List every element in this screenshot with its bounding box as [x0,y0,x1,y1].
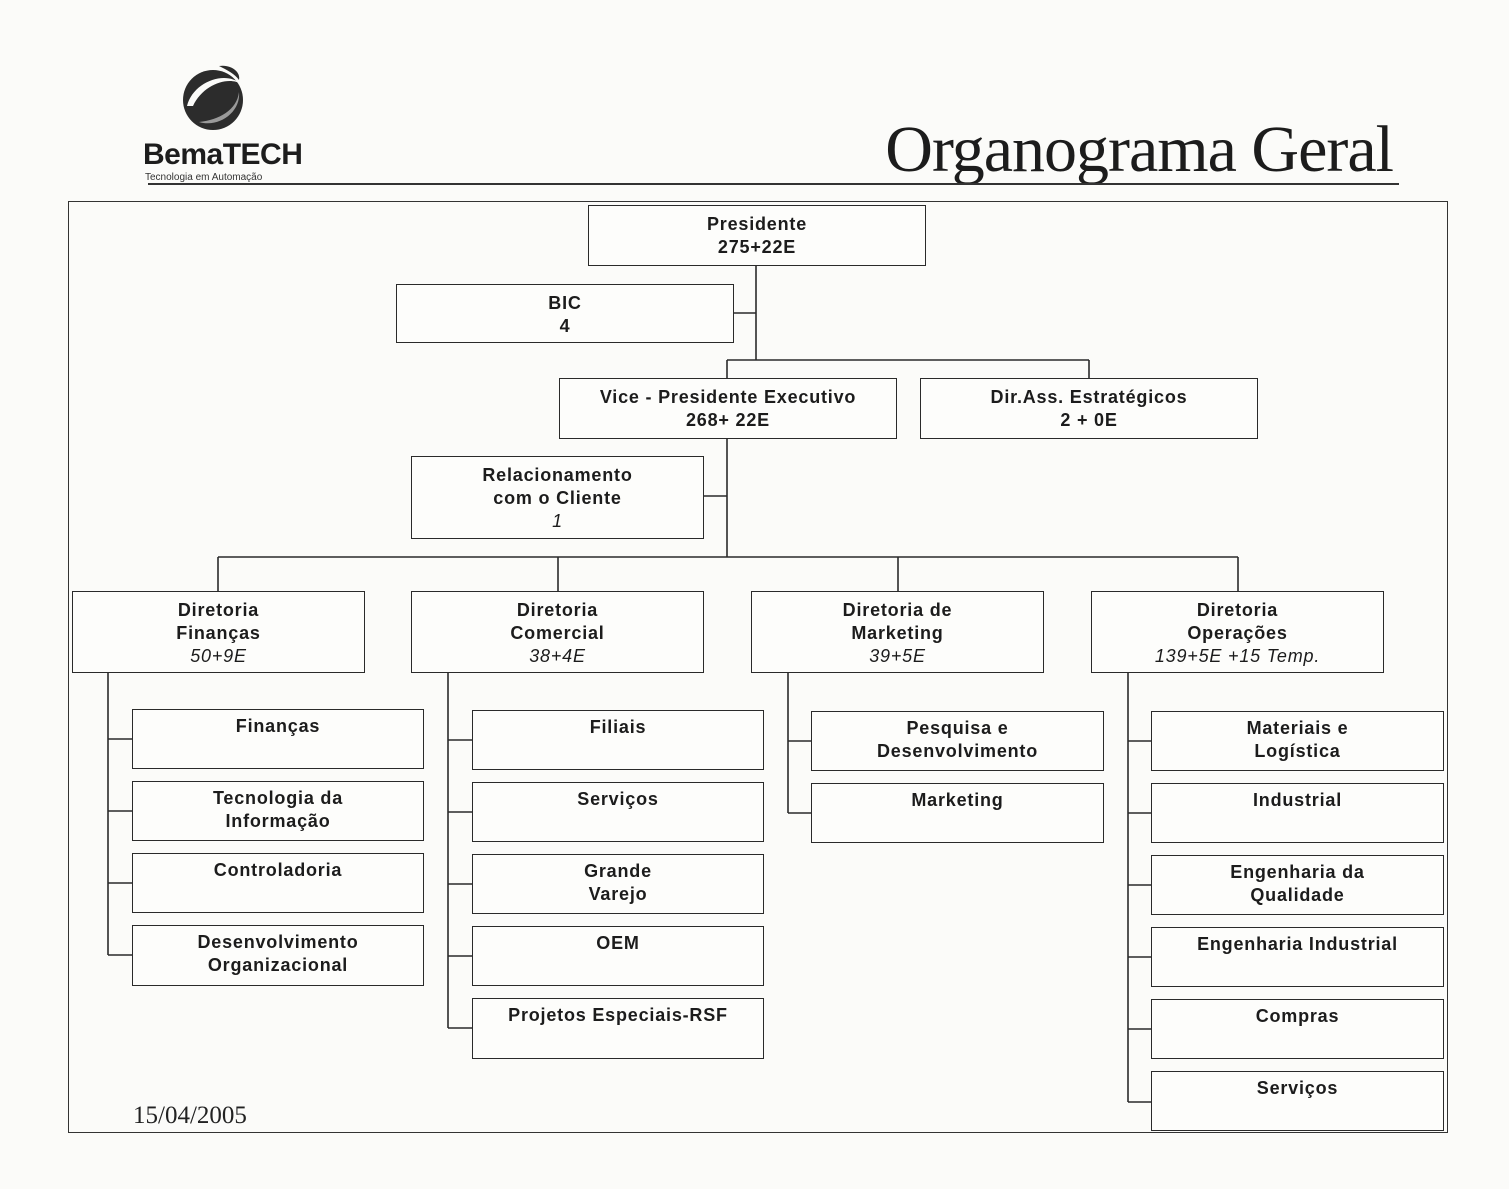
node-title-line: Diretoria [1196,600,1279,620]
node-tecnologia-informacao: Tecnologia da Informação [132,781,424,841]
node-title-line: Filiais [589,717,647,737]
node-engenharia-industrial: Engenharia Industrial [1151,927,1444,987]
node-oem: OEM [472,926,764,986]
node-diretoria-comercial: Diretoria Comercial 38+4E [411,591,704,673]
node-vice-presidente: Vice - Presidente Executivo 268+ 22E [559,378,897,439]
node-title-line: Qualidade [1250,885,1345,905]
node-materiais-logistica: Materiais e Logística [1151,711,1444,771]
node-title-line: Serviços [1256,1078,1339,1098]
node-filiais: Filiais [472,710,764,770]
chart-frame [68,201,1448,1133]
node-title-line: Relacionamento [482,465,633,485]
node-bic: BIC 4 [396,284,734,343]
node-title-line: Serviços [577,789,659,809]
node-title-line: Varejo [588,884,648,904]
node-grande-varejo: Grande Varejo [472,854,764,914]
node-title-line: Diretoria [177,600,260,620]
node-diretoria-financas: Diretoria Finanças 50+9E [72,591,365,673]
node-relacionamento-cliente: Relacionamento com o Cliente 1 [411,456,704,539]
node-title-line: Marketing [911,790,1004,810]
header-rule [148,183,1399,185]
node-title: Vice - Presidente Executivo [599,387,857,407]
node-marketing: Marketing [811,783,1104,843]
node-count: 268+ 22E [686,410,770,430]
node-title-line: Diretoria de [842,600,953,620]
node-title-line: Logística [1254,741,1341,761]
node-count: 4 [559,316,571,336]
node-title-line: Engenharia da [1230,862,1365,882]
logo-name: BemaTECH [143,138,303,171]
globe-swirl-icon [183,65,243,130]
node-count: 38+4E [529,646,586,666]
node-title-line: Diretoria [516,600,599,620]
company-logo: BemaTECH Tecnologia em Automação [143,62,303,192]
node-title-line: OEM [596,933,640,953]
node-title-line: Organizacional [207,955,349,975]
node-title-line: Desenvolvimento [197,932,359,952]
node-title-line: Industrial [1252,790,1342,810]
node-count: 2 + 0E [1060,410,1118,430]
node-pesquisa-desenvolvimento: Pesquisa e Desenvolvimento [811,711,1104,771]
node-count: 50+9E [190,646,247,666]
node-title-line: Materiais e [1246,718,1349,738]
node-title-line: Engenharia Industrial [1197,934,1398,954]
node-title-line: Pesquisa e [906,718,1009,738]
node-title-line: Projetos Especiais-RSF [508,1005,728,1025]
node-title-line: Compras [1255,1006,1340,1026]
node-industrial: Industrial [1151,783,1444,843]
node-servicos-operacoes: Serviços [1151,1071,1444,1131]
node-projetos-especiais: Projetos Especiais-RSF [472,998,764,1059]
node-title-line: com o Cliente [493,488,622,508]
node-count: 139+5E +15 Temp. [1154,646,1321,666]
node-title: Dir.Ass. Estratégicos [990,387,1188,407]
page-title: Organograma Geral [885,113,1394,186]
node-engenharia-qualidade: Engenharia da Qualidade [1151,855,1444,915]
node-count: 39+5E [869,646,926,666]
node-desenvolvimento-organizacional: Desenvolvimento Organizacional [132,925,424,986]
node-title-line: Desenvolvimento [876,741,1039,761]
date-stamp: 15/04/2005 [133,1102,247,1129]
node-title: BIC [548,293,582,313]
node-count: 275+22E [717,237,797,257]
node-presidente: Presidente 275+22E [588,205,926,266]
node-title-line: Grande [584,861,652,881]
node-servicos-comercial: Serviços [472,782,764,842]
node-dir-ass-estrategicos: Dir.Ass. Estratégicos 2 + 0E [920,378,1258,439]
node-title-line: Finanças [235,716,321,736]
node-title-line: Operações [1187,623,1288,643]
node-diretoria-operacoes: Diretoria Operações 139+5E +15 Temp. [1091,591,1384,673]
node-financas: Finanças [132,709,424,769]
node-title-line: Comercial [510,623,605,643]
node-controladoria: Controladoria [132,853,424,913]
node-compras: Compras [1151,999,1444,1059]
node-title-line: Tecnologia da [212,788,344,808]
node-count: 1 [552,511,563,531]
logo-tagline: Tecnologia em Automação [145,172,263,183]
node-title-line: Controladoria [213,860,343,880]
node-diretoria-marketing: Diretoria de Marketing 39+5E [751,591,1044,673]
node-title-line: Marketing [851,623,944,643]
node-title-line: Finanças [176,623,261,643]
node-title: Presidente [706,214,808,234]
node-title-line: Informação [225,811,331,831]
